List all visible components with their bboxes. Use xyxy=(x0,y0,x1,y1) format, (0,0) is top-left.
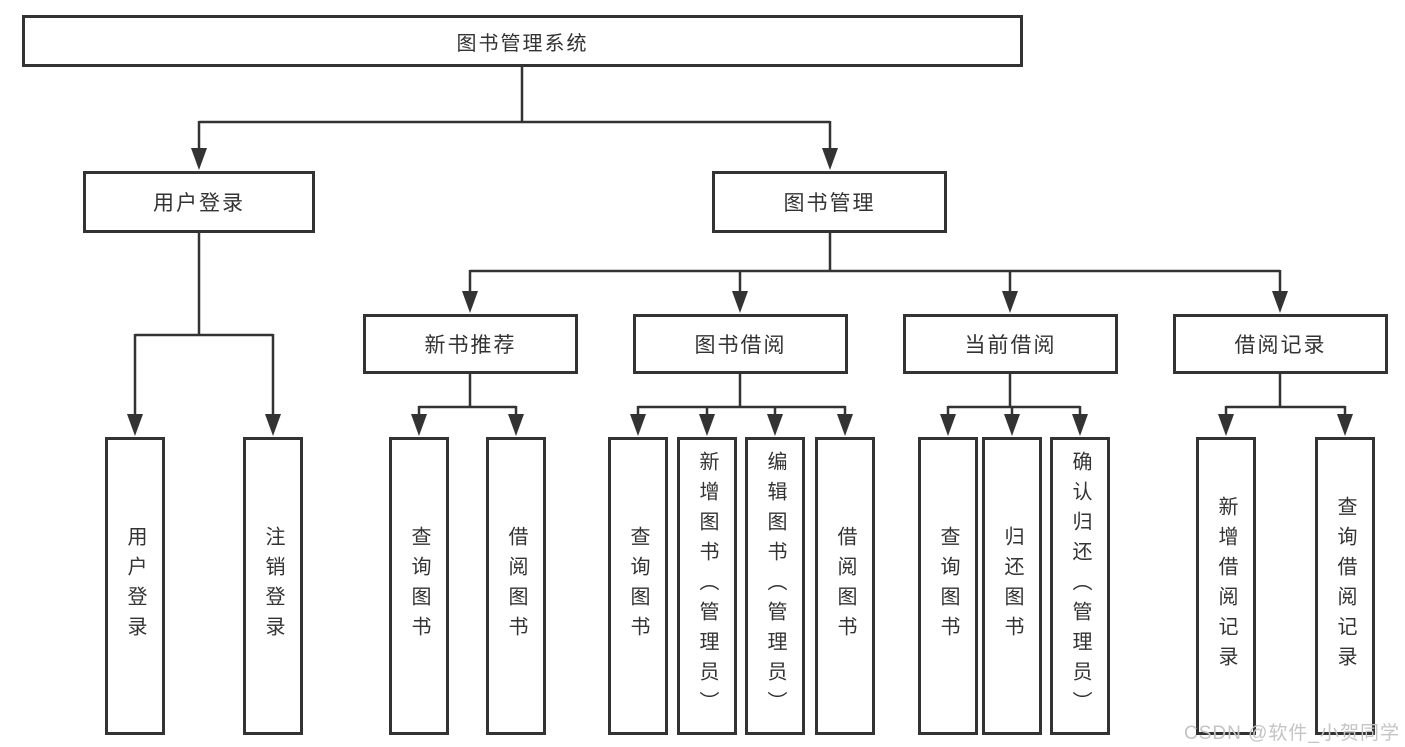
connector-new-book xyxy=(411,374,524,436)
leaf-query-books-recommend: 查询图书 xyxy=(389,437,449,735)
node-label: 图书管理系统 xyxy=(456,32,589,55)
connector-root-to-level2 xyxy=(191,66,838,170)
connector-current-borrow xyxy=(940,374,1088,436)
leaf-borrow-books-recommend: 借阅图书 xyxy=(486,437,546,735)
node-label: 查询图书 xyxy=(937,526,959,646)
connector-book-borrow xyxy=(630,374,853,436)
node-user-login: 用户登录 xyxy=(83,171,315,233)
connector-borrow-records xyxy=(1218,374,1353,436)
node-label: 新增图书（管理员） xyxy=(696,451,718,721)
leaf-query-books-current: 查询图书 xyxy=(918,437,978,735)
leaf-logout-login: 注销登录 xyxy=(243,437,303,735)
node-label: 用户登录 xyxy=(153,192,245,215)
node-label: 借阅图书 xyxy=(505,526,527,646)
connector-book-management xyxy=(462,233,1288,313)
node-label: 注销登录 xyxy=(262,526,284,646)
leaf-edit-book-admin: 编辑图书（管理员） xyxy=(745,437,805,735)
node-label: 查询图书 xyxy=(408,526,430,646)
node-label: 图书管理 xyxy=(783,192,876,215)
node-label: 借阅图书 xyxy=(834,526,856,646)
node-book-borrow: 图书借阅 xyxy=(633,314,848,374)
node-new-book-recommend: 新书推荐 xyxy=(363,314,578,374)
node-label: 确认归还（管理员） xyxy=(1069,451,1091,721)
leaf-query-books-borrow: 查询图书 xyxy=(608,437,668,735)
leaf-add-book-admin: 新增图书（管理员） xyxy=(677,437,737,735)
leaf-borrow-books: 借阅图书 xyxy=(815,437,875,735)
node-borrow-records: 借阅记录 xyxy=(1173,314,1388,374)
node-label: 新书推荐 xyxy=(424,334,517,357)
leaf-add-borrow-record: 新增借阅记录 xyxy=(1196,437,1256,735)
node-label: 当前借阅 xyxy=(964,334,1057,357)
node-current-borrow: 当前借阅 xyxy=(903,314,1118,374)
node-label: 查询图书 xyxy=(627,526,649,646)
node-label: 新增借阅记录 xyxy=(1215,496,1237,676)
leaf-confirm-return-admin: 确认归还（管理员） xyxy=(1050,437,1110,735)
leaf-user-login: 用户登录 xyxy=(105,437,165,735)
watermark: CSDN @软件_小贺同学 xyxy=(1184,723,1400,744)
leaf-return-books: 归还图书 xyxy=(982,437,1042,735)
node-label: 借阅记录 xyxy=(1234,334,1327,357)
connector-user-login xyxy=(127,233,281,436)
leaf-query-borrow-record: 查询借阅记录 xyxy=(1315,437,1375,735)
node-label: 用户登录 xyxy=(124,526,146,646)
node-library-management-system: 图书管理系统 xyxy=(22,15,1023,67)
node-label: 归还图书 xyxy=(1001,526,1023,646)
node-book-management: 图书管理 xyxy=(712,171,947,233)
node-label: 查询借阅记录 xyxy=(1334,496,1356,676)
node-label: 图书借阅 xyxy=(694,334,787,357)
node-label: 编辑图书（管理员） xyxy=(764,451,786,721)
